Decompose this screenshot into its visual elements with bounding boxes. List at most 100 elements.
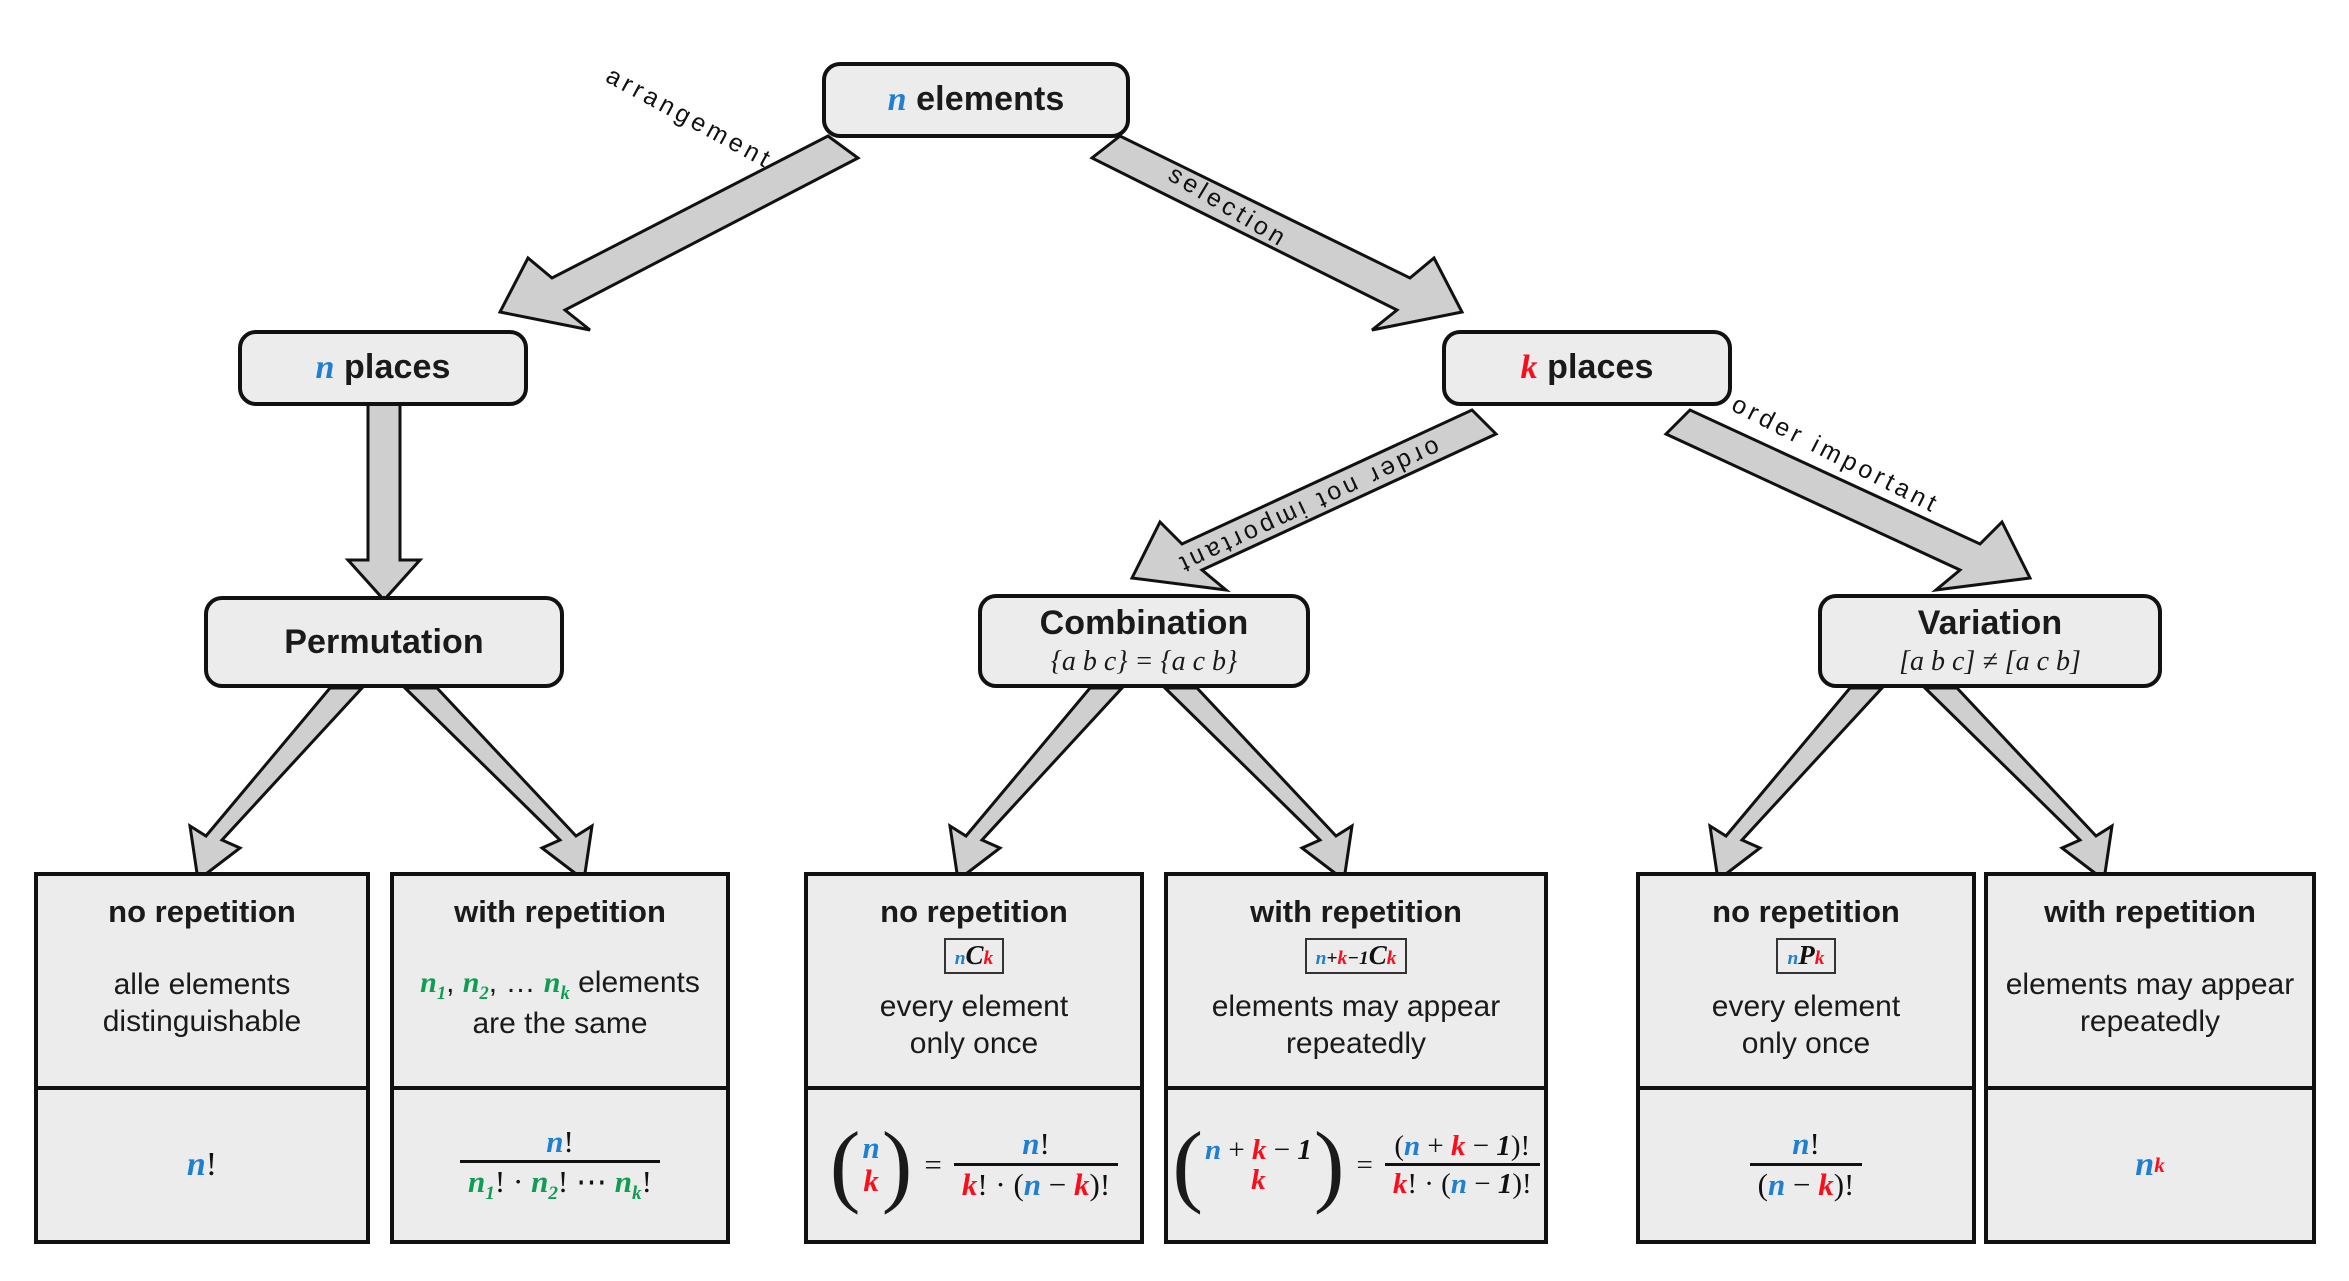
leaf-description: every element only once <box>1706 988 1906 1063</box>
leaf-permutation-no-repetition[interactable]: no repetition alle elements distinguisha… <box>34 872 370 1244</box>
var-nk: nk <box>543 965 570 1004</box>
leaf-formula: ( n + k − 1 k ) = (n + k − 1)! k! · (n −… <box>1168 1090 1544 1240</box>
equals-sign: = <box>924 1147 942 1182</box>
badge-n: n <box>1787 948 1799 969</box>
leaf-header: no repetition <box>108 894 296 929</box>
leaf-description: n1, n2, … nk elements are the same <box>414 964 706 1043</box>
fraction-numerator: (n + k − 1)! <box>1394 1129 1531 1162</box>
desc-line-1: alle elements <box>113 967 291 1001</box>
edge-label-arrangement: arrangement <box>601 61 778 175</box>
binomial-coefficient: ( n + k − 1 k ) <box>1172 1113 1345 1216</box>
leaf-divider <box>38 1086 366 1090</box>
node-n-elements-word: elements <box>916 80 1065 119</box>
leaf-description: elements may appear repeatedly <box>2000 966 2301 1041</box>
node-variation-example: [a b c] ≠ [a c b] <box>1899 646 2081 678</box>
edge-permutation-to-with-repetition <box>401 686 594 883</box>
edge-variation-to-no-repetition <box>1708 686 1886 883</box>
fraction-denominator: k! · (n − k)! <box>953 1163 1119 1202</box>
node-k-places-word: places <box>1547 348 1654 387</box>
fraction-numerator: n! <box>546 1123 574 1159</box>
paren-right: ) <box>1313 1113 1345 1216</box>
node-permutation[interactable]: Permutation <box>204 596 564 688</box>
binom-stack: n k <box>860 1132 881 1197</box>
leaf-divider <box>1988 1086 2312 1090</box>
node-variation[interactable]: Variation [a b c] ≠ [a c b] <box>1818 594 2162 688</box>
leaf-variation-with-repetition[interactable]: with repetition elements may appear repe… <box>1984 872 2316 1244</box>
badge-n: n <box>954 948 966 969</box>
desc-line-2: only once <box>909 1027 1039 1060</box>
desc-line-2: are the same <box>472 1006 648 1040</box>
node-variation-title: Variation <box>1917 604 2063 643</box>
leaf-notation-badge: nPk <box>1776 938 1836 974</box>
badge-k: k <box>983 948 994 969</box>
leaf-description: every element only once <box>874 988 1074 1063</box>
paren-right: ) <box>881 1113 913 1216</box>
binomial-coefficient: ( n k ) <box>829 1113 913 1216</box>
paren-left: ( <box>1172 1113 1203 1216</box>
leaf-divider <box>808 1086 1140 1090</box>
leaf-variation-no-repetition[interactable]: no repetition nPk every element only onc… <box>1636 872 1976 1244</box>
leaf-header: no repetition <box>880 894 1068 929</box>
edge-label-order-not-important: order not important <box>1172 432 1445 580</box>
node-combination[interactable]: Combination {a b c} = {a c b} <box>978 594 1310 688</box>
leaf-divider <box>1168 1086 1544 1090</box>
edge-n-places-to-permutation <box>344 402 424 603</box>
leaf-divider <box>1640 1086 1972 1090</box>
edge-k-places-to-variation <box>1663 408 2033 593</box>
badge-P: P <box>1798 940 1815 970</box>
desc-line-2: repeatedly <box>2079 1005 2221 1038</box>
leaf-header: with repetition <box>2044 894 2256 929</box>
badge-k: k <box>1386 948 1397 969</box>
leaf-formula: ( n k ) = n! k! · (n − k)! <box>808 1090 1140 1240</box>
node-k-places[interactable]: k places <box>1442 330 1732 406</box>
leaf-permutation-with-repetition[interactable]: with repetition n1, n2, … nk elements ar… <box>390 872 730 1244</box>
node-n-places[interactable]: n places <box>238 330 528 406</box>
desc-line-2: only once <box>1741 1027 1871 1060</box>
node-n-elements-label: n elements <box>888 80 1065 119</box>
badge-subscript: n+k−1 <box>1315 948 1369 969</box>
binom-top: n <box>862 1130 880 1166</box>
paren-left: ( <box>829 1113 861 1216</box>
binom-top: n + k − 1 <box>1204 1133 1312 1166</box>
node-n-elements[interactable]: n elements <box>822 62 1130 138</box>
edge-permutation-to-no-repetition <box>188 686 366 883</box>
var-n2: n2 <box>462 965 489 1004</box>
leaf-header: with repetition <box>1250 894 1462 929</box>
desc-line-2: repeatedly <box>1285 1027 1427 1060</box>
leaf-body: no repetition alle elements distinguisha… <box>38 876 366 1086</box>
variable-n: n <box>315 349 335 387</box>
node-k-places-label: k places <box>1520 348 1653 387</box>
leaf-header: with repetition <box>454 894 666 929</box>
leaf-formula: n! (n − k)! <box>1640 1090 1972 1240</box>
leaf-combination-no-repetition[interactable]: no repetition nCk every element only onc… <box>804 872 1144 1244</box>
var-n1: n1 <box>420 965 447 1004</box>
equals-sign: = <box>1356 1148 1373 1181</box>
leaf-combination-with-repetition[interactable]: with repetition n+k−1Ck elements may app… <box>1164 872 1548 1244</box>
badge-C: C <box>965 940 984 970</box>
fraction: n! k! · (n − k)! <box>953 1128 1119 1202</box>
leaf-body: with repetition elements may appear repe… <box>1988 876 2312 1086</box>
desc-word-elements: elements <box>578 965 700 999</box>
leaf-notation-badge: nCk <box>943 938 1005 974</box>
binom-bottom: k <box>1251 1164 1266 1196</box>
leaf-notation-badge: n+k−1Ck <box>1304 938 1408 974</box>
badge-C: C <box>1368 940 1387 970</box>
badge-k: k <box>1814 948 1825 969</box>
fraction-denominator: (n − k)! <box>1749 1163 1863 1202</box>
node-combination-title: Combination <box>1039 604 1249 643</box>
desc-line-1: every element <box>879 989 1069 1023</box>
formula-n: n <box>186 1146 206 1183</box>
desc-line-1: elements may appear <box>2005 967 2295 1001</box>
edge-combination-to-with-repetition <box>1161 686 1354 883</box>
binom-stack: n + k − 1 k <box>1203 1133 1314 1196</box>
edge-label-selection: selection <box>1163 160 1294 254</box>
leaf-body: no repetition nCk every element only onc… <box>808 876 1140 1086</box>
leaf-body: with repetition n1, n2, … nk elements ar… <box>394 876 726 1086</box>
desc-line-1: every element <box>1711 989 1901 1023</box>
leaf-description: alle elements distinguishable <box>97 966 307 1041</box>
fraction-numerator: n! <box>1792 1126 1820 1162</box>
leaf-header: no repetition <box>1712 894 1900 929</box>
desc-line-2: distinguishable <box>102 1005 302 1038</box>
variable-n: n <box>887 81 907 119</box>
desc-line-1: elements may appear <box>1211 989 1501 1023</box>
